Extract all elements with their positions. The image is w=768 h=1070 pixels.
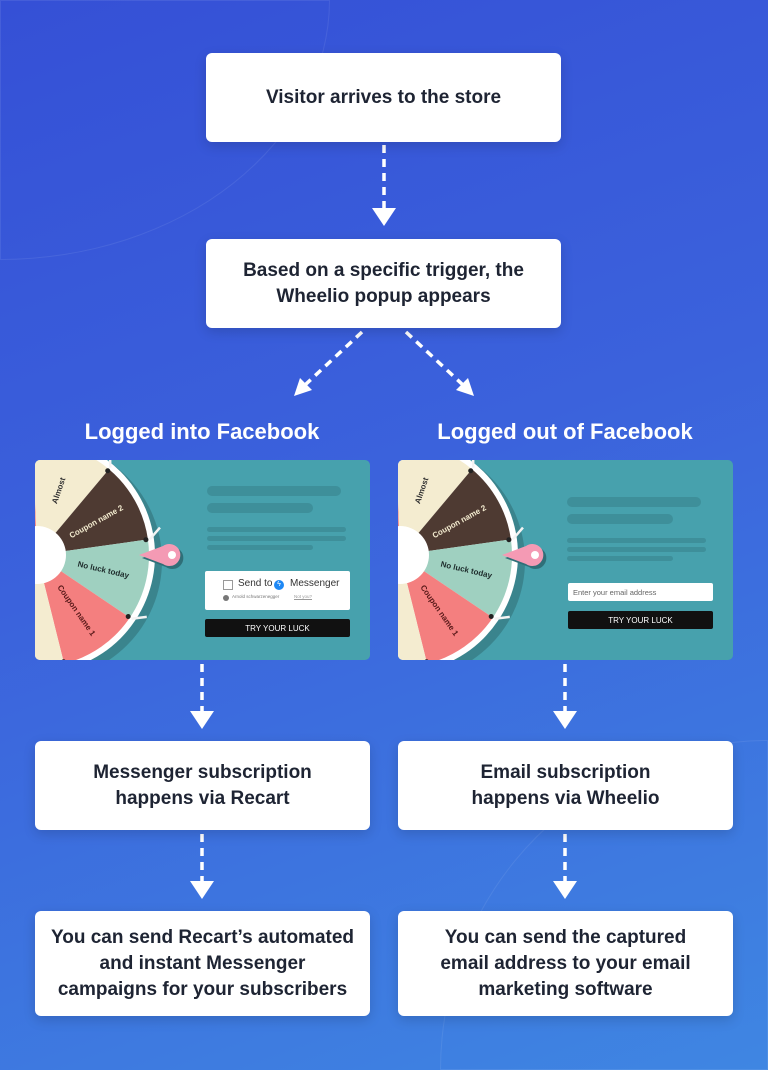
wheel-segment (37, 469, 148, 555)
placeholder-line (207, 536, 346, 541)
step-text: Messenger subscription (93, 761, 312, 783)
placeholder-line (207, 545, 313, 550)
step-text: You can send Recart’s automated (50, 926, 355, 948)
placeholder-line (567, 514, 673, 524)
step-text: campaigns for your subscribers (57, 978, 348, 1000)
wheel-peg (488, 614, 494, 620)
step-email-software: You can send the captured email address … (398, 911, 733, 1016)
wheel-peg (105, 468, 111, 474)
try-your-luck-button[interactable]: TRY YOUR LUCK (205, 619, 350, 637)
step-visitor-arrives: Visitor arrives to the store (206, 53, 561, 142)
wheel-peg (468, 468, 474, 474)
user-name: Arnold schwarzenegger (232, 594, 280, 599)
wheel-hub (35, 526, 66, 584)
step-text: email address to your email (440, 952, 691, 974)
wheel-pointer (139, 544, 184, 569)
messenger-checkbox-plugin: Send to ϟ Messenger Arnold schwarzenegge… (205, 571, 350, 610)
placeholder-line (567, 556, 673, 561)
branch-heading-logged-out: Logged out of Facebook (437, 419, 693, 444)
placeholder-line (567, 538, 706, 543)
spin-wheel: Coupon nameAlmostCoupon name 2No luck to… (398, 460, 547, 660)
step-trigger: Based on a specific trigger, the Wheelio… (206, 239, 561, 328)
branch-heading-logged-in: Logged into Facebook (84, 419, 320, 444)
wheel-segment (400, 469, 511, 555)
wheel-peg (506, 537, 512, 543)
wheelio-popup-messenger: Coupon nameAlmostCoupon name 2No luck to… (35, 460, 370, 660)
step-email-subscription: Email subscription happens via Wheelio (398, 741, 733, 830)
placeholder-line (567, 547, 706, 552)
wheel-segment (37, 555, 130, 660)
step-text: happens via Recart (115, 787, 290, 809)
wheel-peg (61, 659, 66, 660)
step-text: marketing software (478, 978, 653, 1000)
step-text: and instant Messenger (99, 952, 306, 974)
wheel-tick (131, 615, 147, 620)
email-input[interactable]: Enter your email address (568, 583, 713, 601)
messenger-checkbox[interactable] (223, 580, 233, 590)
wheel-tick (511, 526, 524, 540)
step-text: Wheelio popup appears (276, 285, 491, 307)
try-your-luck-button[interactable]: TRY YOUR LUCK (568, 611, 713, 629)
step-messenger-subscription: Messenger subscription happens via Recar… (35, 741, 370, 830)
messenger-icon: ϟ (274, 580, 284, 590)
step-text: You can send the captured (444, 926, 687, 948)
wheel-segment (400, 555, 493, 660)
send-to-label: Send to (238, 578, 273, 589)
placeholder-line (207, 486, 341, 496)
wheel-tick (148, 526, 161, 540)
step-text: Email subscription (480, 761, 651, 783)
wheel-pointer (502, 544, 547, 569)
placeholder-line (207, 527, 346, 532)
user-avatar (223, 595, 229, 601)
wheel-peg (125, 614, 131, 620)
wheel-tick (494, 615, 510, 620)
placeholder-line (207, 503, 313, 513)
step-text: Based on a specific trigger, the (243, 259, 524, 281)
step-messenger-campaigns: You can send Recart’s automated and inst… (35, 911, 370, 1016)
step-text: Visitor arrives to the store (265, 86, 502, 108)
placeholder-line (567, 497, 701, 507)
wheelio-popup-email: Coupon nameAlmostCoupon name 2No luck to… (398, 460, 733, 660)
messenger-label: Messenger (290, 578, 340, 589)
wheel-peg (424, 659, 429, 660)
arrow-trigger-to-left (303, 330, 364, 387)
not-you-link[interactable]: Not you? (294, 594, 313, 599)
wheel-hub (398, 526, 429, 584)
spin-wheel: Coupon nameAlmostCoupon name 2No luck to… (35, 460, 184, 660)
step-text: happens via Wheelio (471, 787, 660, 809)
wheel-peg (143, 537, 149, 543)
arrow-trigger-to-right (404, 330, 465, 387)
